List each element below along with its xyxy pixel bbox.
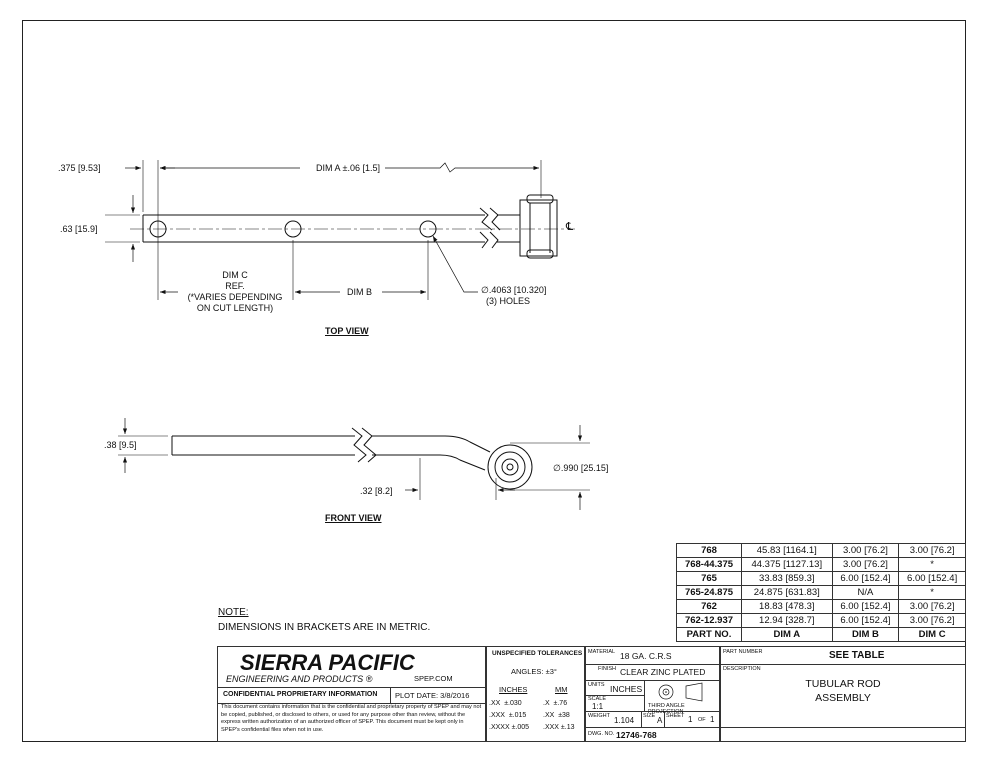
title-block-company: SIERRA PACIFIC ENGINEERING AND PRODUCTS … <box>217 646 486 742</box>
sheet-value: 1 <box>688 715 693 724</box>
scale-value: 1:1 <box>592 702 604 711</box>
top-view-title: TOP VIEW <box>325 326 369 336</box>
inches-heading: INCHES <box>499 685 528 694</box>
dim-a-label: DIM A ±.06 [1.5] <box>316 163 380 173</box>
column-header: DIM A <box>741 627 833 642</box>
mm-heading: MM <box>555 685 568 694</box>
dim-cell: 6.00 [152.4] <box>898 571 966 586</box>
dim-cell: 3.00 [76.2] <box>898 599 966 614</box>
dim-cell: 3.00 [76.2] <box>898 613 966 628</box>
dim-cell: 6.00 [152.4] <box>831 571 900 586</box>
weight-label: WEIGHT <box>588 713 610 719</box>
description-label: DESCRIPTION <box>723 666 761 672</box>
title-block-part: PART NUMBER SEE TABLE DESCRIPTION TUBULA… <box>720 646 966 742</box>
scale-label: SCALE <box>588 696 607 702</box>
of-label: OF <box>698 717 706 723</box>
confidential-heading: CONFIDENTIAL PROPRIETARY INFORMATION <box>223 691 378 698</box>
dim-990-label: ∅.990 [25.15] <box>553 463 609 473</box>
angles-tolerance: ANGLES: ±3° <box>511 667 557 676</box>
dim-cell: * <box>898 585 966 600</box>
inch-tolerances: .XX ±.030 .XXX ±.015 .XXXX ±.005 <box>489 700 530 731</box>
dim-63-label: .63 [15.9] <box>60 224 98 234</box>
size-label: SIZE <box>643 713 656 719</box>
title-block-material: MATERIAL 18 GA. C.R.S FINISH CLEAR ZINC … <box>585 646 720 742</box>
dim-cell: 12.94 [328.7] <box>741 613 833 628</box>
part-no-cell: 768 <box>676 543 742 558</box>
title-block-tolerances: UNSPECIFIED TOLERANCES ANGLES: ±3° INCHE… <box>486 646 585 742</box>
hole-dia-label: ∅.4063 [10.320] <box>481 285 547 295</box>
part-no-cell: 762 <box>676 599 742 614</box>
note-text: DIMENSIONS IN BRACKETS ARE IN METRIC. <box>218 622 431 633</box>
dwg-number: 12746-768 <box>616 730 657 740</box>
dim-cell: 18.83 [478.3] <box>741 599 833 614</box>
dwg-label: DWG. NO. <box>588 731 615 737</box>
company-name: SIERRA PACIFIC <box>240 650 415 675</box>
dim-38-label: .38 [9.5] <box>104 440 137 450</box>
dim-cell: * <box>898 557 966 572</box>
part-no-cell: 765 <box>676 571 742 586</box>
dim-cell: 3.00 [76.2] <box>831 543 900 558</box>
column-header: DIM B <box>831 627 900 642</box>
top-view <box>105 160 575 300</box>
front-view <box>118 418 590 510</box>
dim-cell: 6.00 [152.4] <box>831 599 900 614</box>
units-value: INCHES <box>610 684 643 694</box>
projection-symbol: THIRD ANGLE PROJECTION <box>644 680 719 715</box>
material-value: 18 GA. C.R.S <box>620 651 672 661</box>
centerline-symbol: ℄ <box>566 221 574 233</box>
sheet-total: 1 <box>710 715 715 724</box>
part-no-cell: 765-24.875 <box>676 585 742 600</box>
part-number-value: SEE TABLE <box>829 650 885 661</box>
note-heading: NOTE: <box>218 607 249 618</box>
confidential-text: This document contains information that … <box>221 704 482 733</box>
size-value: A <box>657 716 663 725</box>
dim-cell: 3.00 [76.2] <box>898 543 966 558</box>
holes-count-label: (3) HOLES <box>486 296 531 306</box>
front-view-title: FRONT VIEW <box>325 513 382 523</box>
material-label: MATERIAL <box>588 649 616 655</box>
dim-cell: N/A <box>831 585 900 600</box>
confidential-bar: CONFIDENTIAL PROPRIETARY INFORMATION PLO… <box>218 687 485 704</box>
weight-value: 1.104 <box>614 716 635 725</box>
units-label: UNITS <box>588 682 605 688</box>
company-sub: ENGINEERING AND PRODUCTS ® <box>226 674 373 684</box>
part-number-label: PART NUMBER <box>723 649 763 655</box>
company-website: SPEP.COM <box>414 674 453 683</box>
projection-label: THIRD ANGLE PROJECTION <box>648 703 685 715</box>
dim-cell: 45.83 [1164.1] <box>741 543 833 558</box>
dim-cell: 6.00 [152.4] <box>831 613 900 628</box>
column-header: PART NO. <box>676 627 742 642</box>
column-header: DIM C <box>898 627 966 642</box>
finish-label: FINISH <box>598 666 617 672</box>
dim-cell: 24.875 [631.83] <box>741 585 833 600</box>
dim-375-label: .375 [9.53] <box>58 163 101 173</box>
description-value: TUBULAR ROD ASSEMBLY <box>805 678 881 704</box>
sheet-label: SHEET <box>666 713 685 719</box>
part-no-cell: 762-12.937 <box>676 613 742 628</box>
dim-b-label: DIM B <box>347 287 373 297</box>
tolerances-heading: UNSPECIFIED TOLERANCES <box>492 650 583 657</box>
dim-32-label: .32 [8.2] <box>360 486 393 496</box>
mm-tolerances: .X ±.76 .XX ±38 .XXX ±.13 <box>543 700 575 731</box>
finish-value: CLEAR ZINC PLATED <box>620 667 706 677</box>
part-no-cell: 768-44.375 <box>676 557 742 572</box>
plot-date: PLOT DATE: 3/8/2016 <box>395 691 470 700</box>
dim-cell: 3.00 [76.2] <box>831 557 900 572</box>
dim-cell: 33.83 [859.3] <box>741 571 833 586</box>
dim-cell: 44.375 [1127.13] <box>741 557 833 572</box>
